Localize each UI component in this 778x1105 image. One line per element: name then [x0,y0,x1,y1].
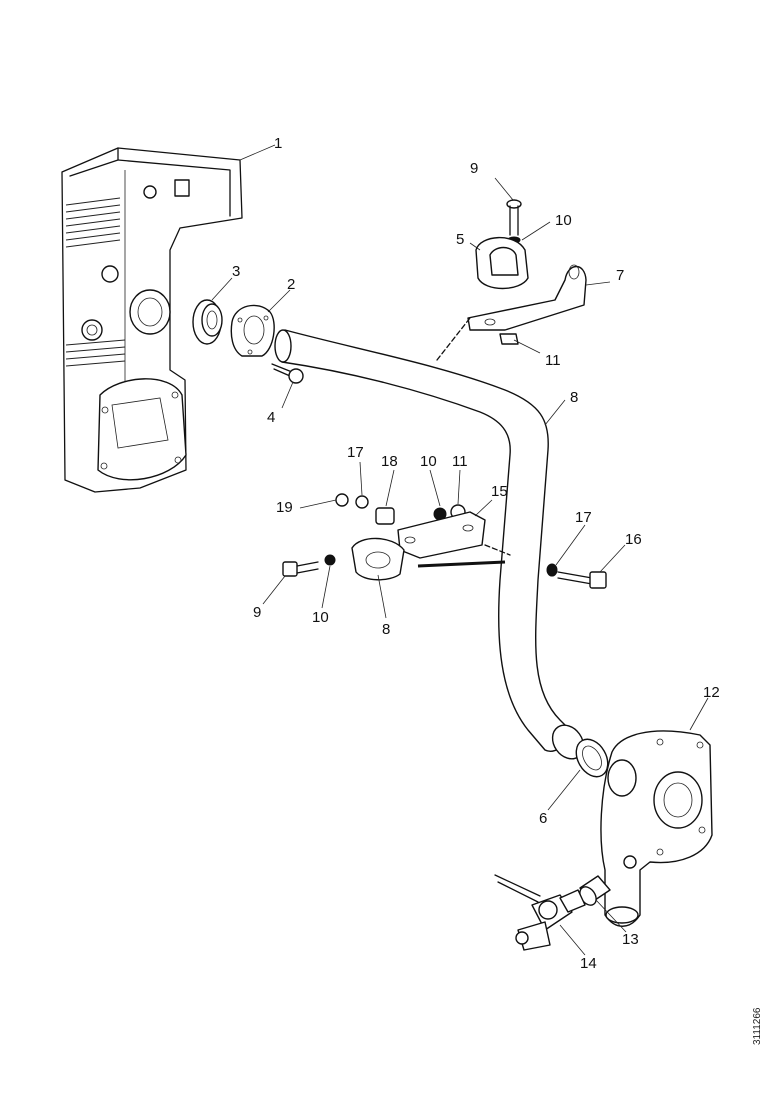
callout-11-middle: 11 [452,453,468,470]
drain-valve [494,874,586,951]
callout-17-middle: 17 [347,444,364,461]
callout-19: 19 [276,499,293,516]
callout-4: 4 [267,409,276,426]
callout-17-right: 17 [575,509,592,526]
callout-14: 14 [580,955,597,972]
callout-8-lower: 8 [382,621,391,638]
bolt-4 [271,363,304,384]
upper-bracket-assembly [436,199,587,361]
hose-ring [575,738,609,778]
engine-block [61,147,243,493]
callout-9-upper: 9 [470,160,479,177]
leader-lines [211,144,709,956]
callout-18: 18 [381,453,398,470]
callout-9-lower: 9 [253,604,262,621]
callout-12: 12 [703,684,720,701]
callout-6: 6 [539,810,548,827]
gasket [230,304,275,357]
callout-10-middle: 10 [420,453,437,470]
callout-2: 2 [287,276,296,293]
middle-bracket-assembly [282,493,511,581]
callout-3: 3 [232,263,241,280]
callout-5: 5 [456,231,465,248]
callout-7: 7 [616,267,625,284]
callout-10-lower: 10 [312,609,329,626]
drawing-reference-code: 3111266 [752,1007,763,1045]
callout-16: 16 [625,531,642,548]
callout-15: 15 [491,483,508,500]
pump-housing [600,730,713,927]
callout-13: 13 [622,931,639,948]
callout-10-upper: 10 [555,212,572,229]
right-bolt-assembly [546,563,607,589]
callout-8-upper: 8 [570,389,579,406]
seal-ring [192,299,223,345]
callout-1: 1 [274,135,283,152]
callout-11-upper: 11 [545,352,561,369]
